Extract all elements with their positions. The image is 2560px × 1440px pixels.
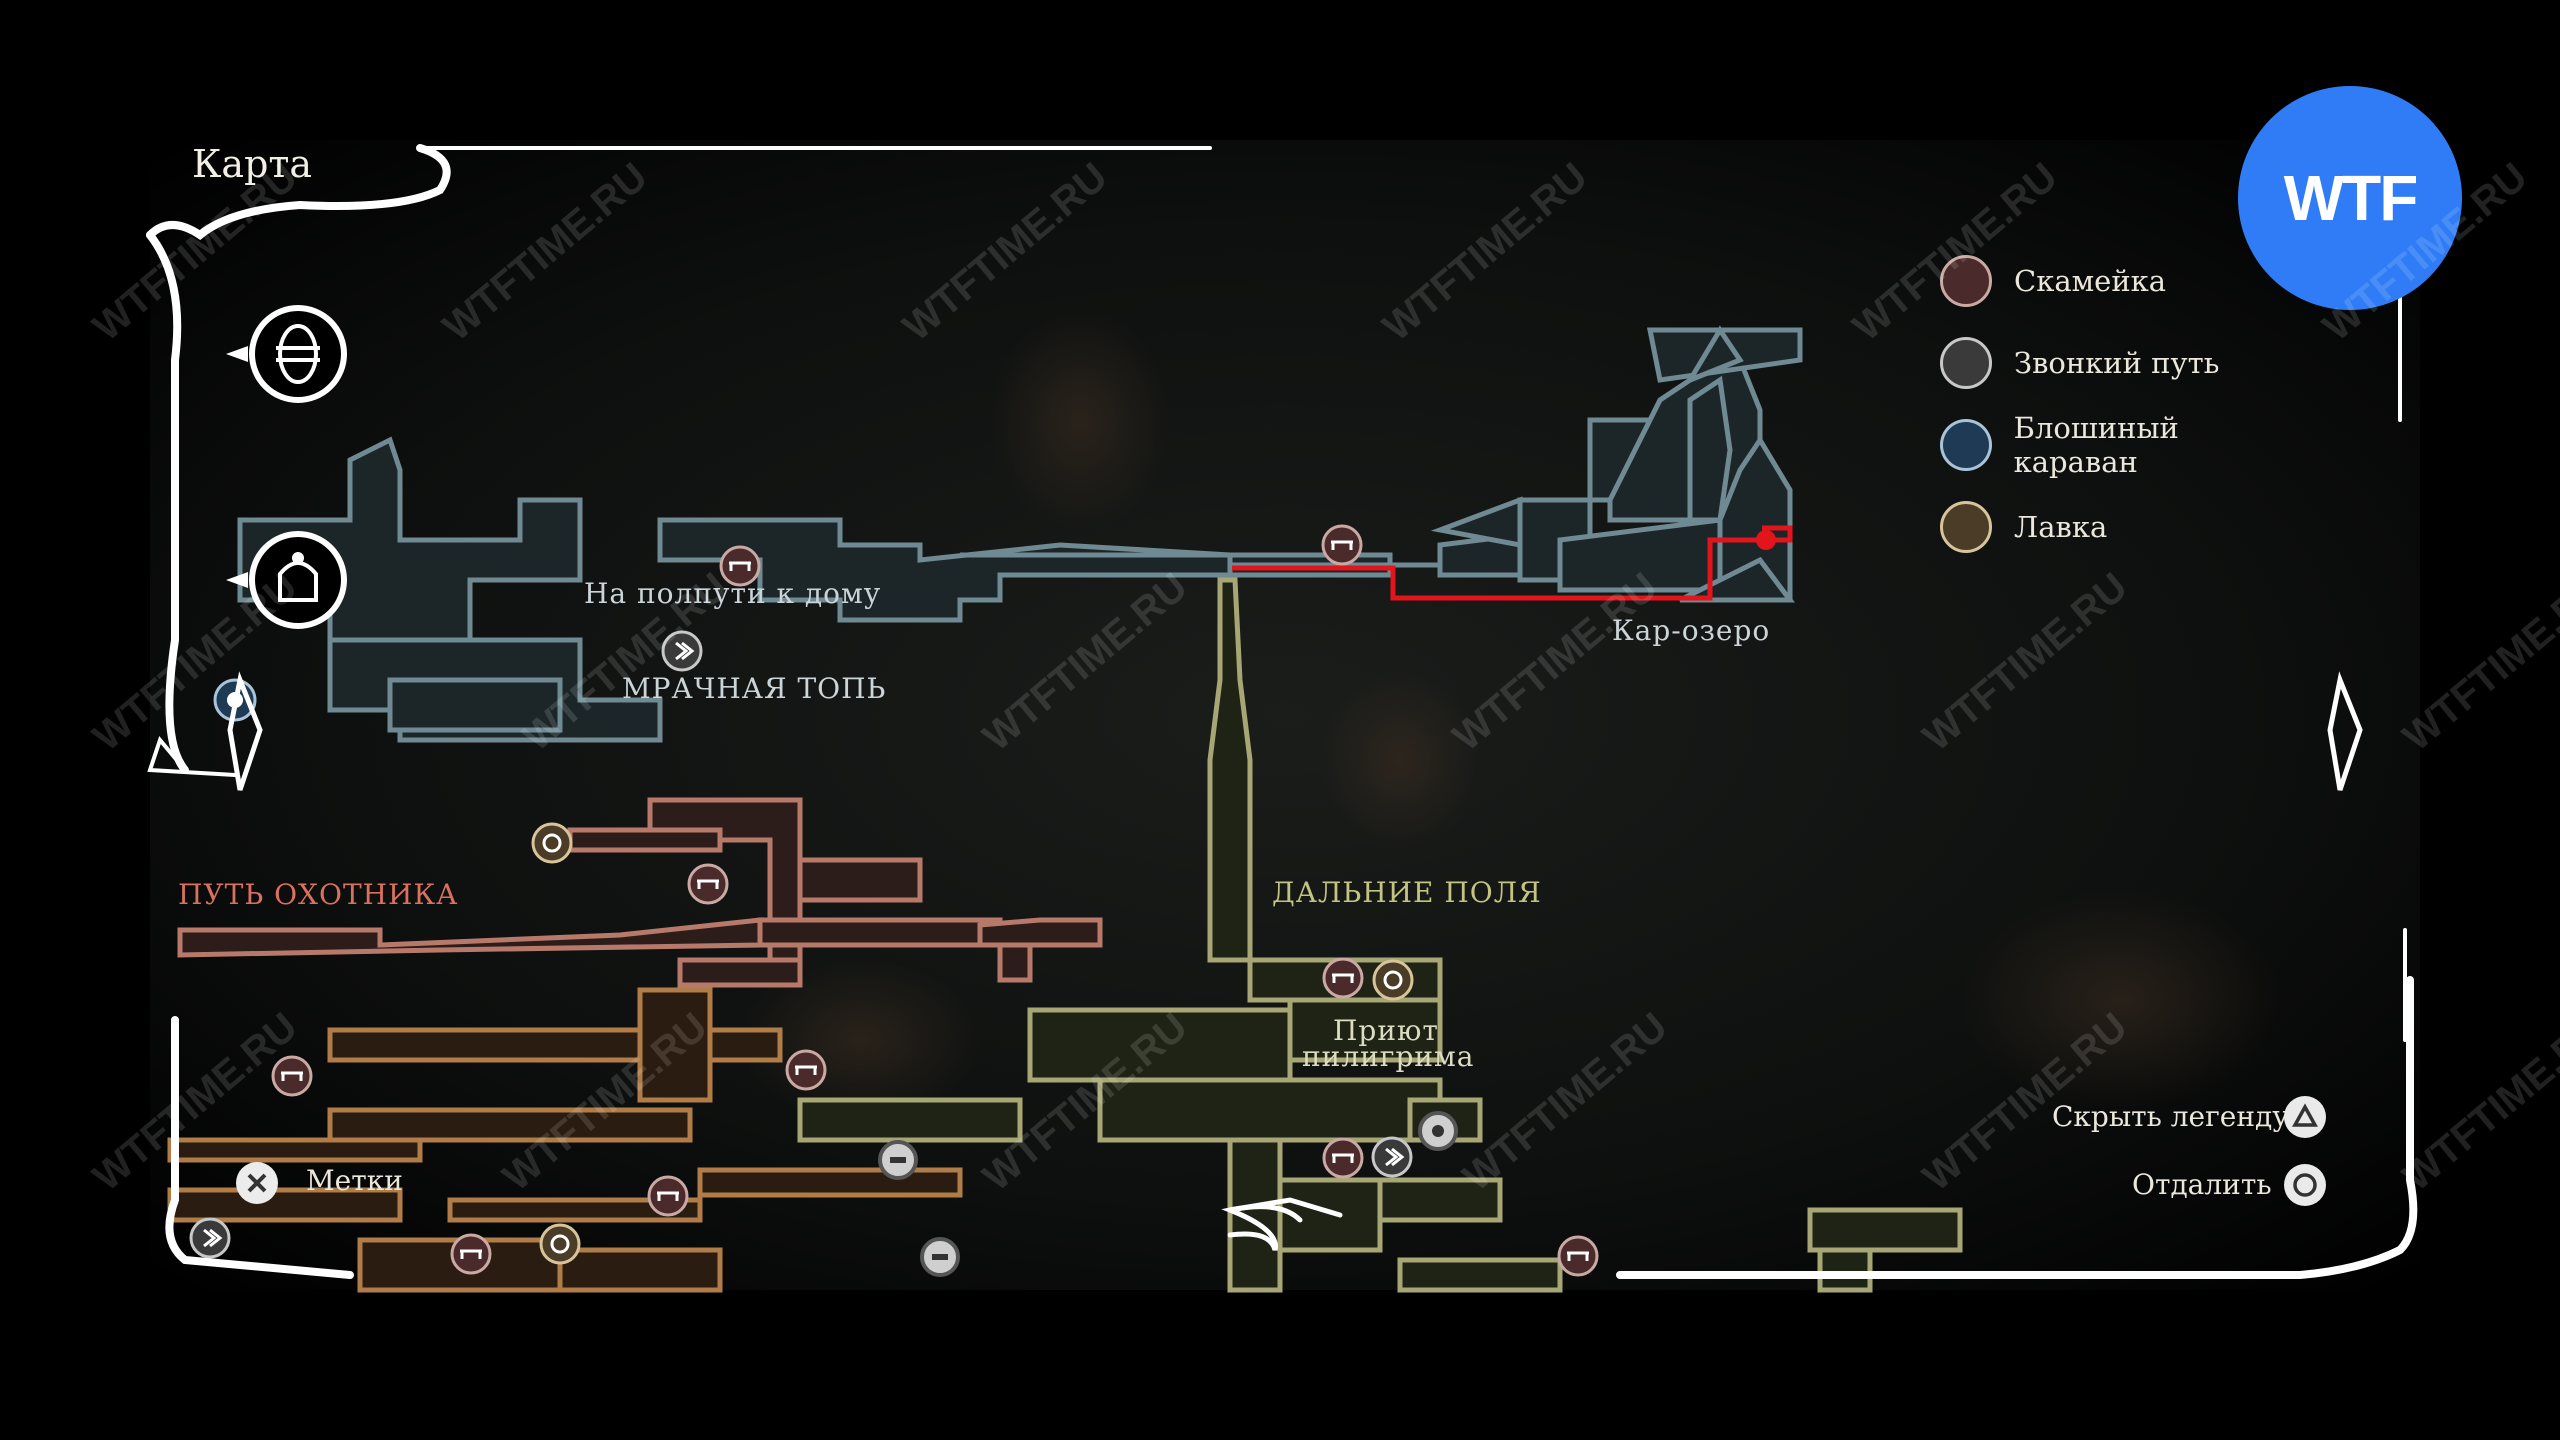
hide-legend-label: Скрыть легенду xyxy=(2052,1100,2289,1133)
area-halfway-home: На полпути к дому xyxy=(584,577,882,610)
bench-icons xyxy=(271,524,1599,1277)
player-marker xyxy=(1756,530,1776,550)
shop-icon xyxy=(1940,501,1992,553)
far-fields-region xyxy=(797,577,1963,1293)
legend-label: Скамейка xyxy=(2014,264,2167,298)
area-pilgrims-rest-line2: пилигрима xyxy=(1302,1040,1475,1073)
bench-icon xyxy=(1940,255,1992,307)
area-kar-lake: Кар-озеро xyxy=(1612,614,1771,647)
legend-label: Блошиный караван xyxy=(2013,411,2179,479)
shop-icons xyxy=(531,822,1414,1265)
area-hunters-march: ПУТЬ ОХОТНИКА xyxy=(178,878,459,911)
cross-button-icon[interactable] xyxy=(236,1162,278,1204)
gray-markers xyxy=(878,1111,1458,1277)
legend-item-bellway: Звонкий путь xyxy=(1940,322,2310,404)
hunters-march-region xyxy=(177,797,1103,988)
quill-icon[interactable] xyxy=(226,531,347,629)
wtf-badge: WTF xyxy=(2238,86,2462,310)
bellway-icons xyxy=(189,630,1413,1259)
circle-button-icon[interactable] xyxy=(2284,1164,2326,1206)
legend-label: Звонкий путь xyxy=(2014,346,2220,380)
legend-label: Лавка xyxy=(2014,510,2108,544)
legend-item-shop: Лавка xyxy=(1940,486,2310,568)
greymoor-region xyxy=(237,325,1803,743)
ornate-frame xyxy=(146,144,2418,1279)
area-pilgrims-rest-line1: Приют xyxy=(1333,1014,1439,1047)
zoom-out-label: Отдалить xyxy=(2132,1168,2272,1201)
bellway-icon xyxy=(1940,337,1992,389)
compass-icon[interactable] xyxy=(226,305,347,403)
route-line xyxy=(1232,525,1793,601)
map-legend: Скамейка Звонкий путь Блошиный караван Л… xyxy=(1940,240,2310,568)
area-far-fields: ДАЛЬНИЕ ПОЛЯ xyxy=(1272,876,1542,909)
markers-label: Метки xyxy=(306,1164,403,1197)
legend-item-bench: Скамейка xyxy=(1940,240,2310,322)
page-title: Карта xyxy=(192,142,313,186)
badge-text: WTF xyxy=(2283,162,2419,234)
area-greymoor: МРАЧНАЯ ТОПЬ xyxy=(622,672,887,705)
flea-caravan-icon xyxy=(1940,419,1992,471)
legend-item-flea-caravan: Блошиный караван xyxy=(1940,404,2310,486)
triangle-button-icon[interactable] xyxy=(2284,1096,2326,1138)
